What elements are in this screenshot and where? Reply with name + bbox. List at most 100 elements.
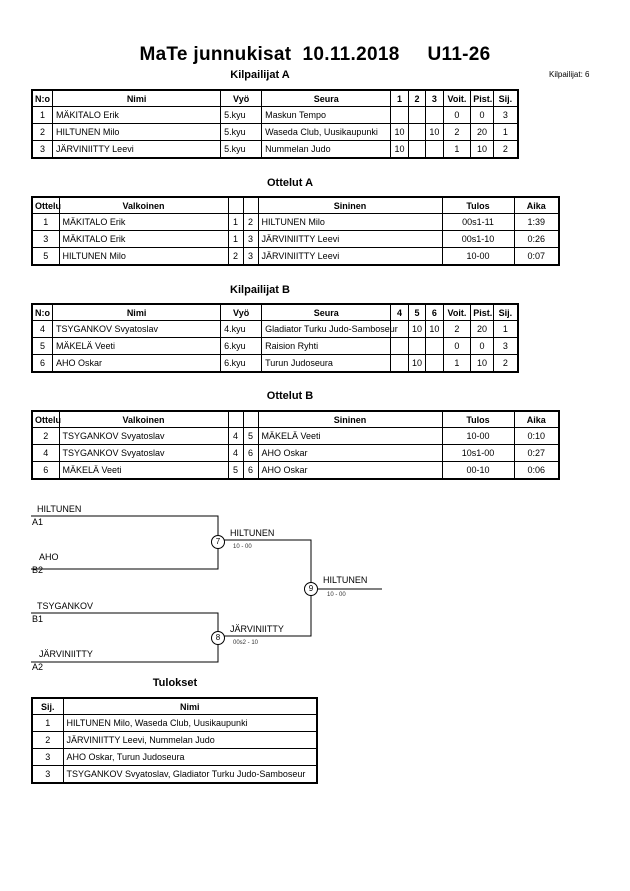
- column-header: Aika: [513, 410, 560, 428]
- table-cell: 0: [442, 106, 472, 124]
- bracket-player-1: HILTUNEN: [37, 504, 82, 514]
- table-cell: 10s1-00: [441, 444, 515, 462]
- table-cell: 10: [425, 320, 444, 338]
- table-cell: [390, 337, 409, 355]
- column-header: [227, 410, 244, 428]
- bracket-player-4: JÄRVINIITTY: [39, 649, 93, 659]
- column-header: 6: [425, 303, 444, 321]
- column-header: Vyö: [220, 303, 263, 321]
- table-cell: 3: [492, 106, 519, 124]
- table-cell: 1: [31, 714, 64, 732]
- match-8-winner: JÄRVINIITTY: [230, 624, 284, 634]
- table-cell: 0: [470, 337, 494, 355]
- table-cell: 10: [470, 140, 494, 159]
- column-header: Nimi: [51, 89, 222, 107]
- table-cell: 0: [470, 106, 494, 124]
- table-cell: 5: [227, 461, 244, 480]
- table-cell: 2: [442, 320, 472, 338]
- table-cell: 5.kyu: [220, 140, 263, 159]
- table-cell: MÄKITALO Erik: [58, 213, 229, 231]
- pool-a-title: Kilpailijat A: [230, 69, 290, 81]
- column-header: Pist.: [470, 303, 494, 321]
- column-header: Sij.: [492, 303, 519, 321]
- match-9-winner: HILTUNEN: [323, 575, 368, 585]
- bracket-player-3: TSYGANKOV: [37, 601, 94, 611]
- table-cell: Waseda Club, Uusikaupunki: [261, 123, 392, 141]
- table-cell: 5: [31, 247, 60, 266]
- table-cell: Turun Judoseura: [261, 354, 392, 373]
- bracket-line-semi-7: [31, 515, 219, 570]
- column-header: Sininen: [257, 410, 443, 428]
- pool-b-title: Kilpailijat B: [230, 284, 290, 296]
- column-header: N:o: [31, 303, 53, 321]
- table-cell: 0:10: [513, 427, 560, 445]
- table-cell: [390, 106, 409, 124]
- participants-count: Kilpailijat: 6: [549, 70, 590, 79]
- column-header: Aika: [513, 196, 560, 214]
- table-cell: 1: [31, 106, 53, 124]
- table-cell: 10: [407, 320, 427, 338]
- table-cell: MÄKELÄ Veeti: [58, 461, 229, 480]
- table-cell: 00s1-11: [441, 213, 515, 231]
- matches-b-title: Ottelut B: [266, 390, 314, 402]
- table-cell: [425, 140, 444, 159]
- table-cell: 2: [492, 140, 519, 159]
- table-cell: [407, 140, 427, 159]
- column-header: Seura: [261, 303, 392, 321]
- table-cell: [407, 106, 427, 124]
- table-cell: JÄRVINIITTY Leevi: [257, 230, 443, 248]
- table-cell: 2: [442, 123, 472, 141]
- table-cell: [407, 337, 427, 355]
- table-cell: JÄRVINIITTY Leevi, Nummelan Judo: [62, 731, 318, 749]
- table-cell: 1: [31, 213, 60, 231]
- bracket-seed-3: B1: [32, 614, 44, 624]
- table-cell: 3: [242, 247, 259, 266]
- table-cell: 3: [242, 230, 259, 248]
- table-cell: 1: [227, 230, 244, 248]
- column-header: Valkoinen: [58, 196, 229, 214]
- table-cell: 00s1-10: [441, 230, 515, 248]
- table-cell: 6.kyu: [220, 354, 263, 373]
- table-cell: JÄRVINIITTY Leevi: [51, 140, 222, 159]
- table-cell: 10: [390, 140, 409, 159]
- table-cell: 4.kyu: [220, 320, 263, 338]
- column-header: Tulos: [441, 410, 515, 428]
- table-cell: 3: [31, 140, 53, 159]
- table-cell: 6.kyu: [220, 337, 263, 355]
- column-header: Valkoinen: [58, 410, 229, 428]
- bracket-seed-2: B2: [32, 565, 44, 575]
- table-cell: 6: [31, 461, 60, 480]
- match-8-score: 00s2 - 10: [233, 640, 259, 646]
- table-cell: MÄKITALO Erik: [51, 106, 222, 124]
- table-cell: 2: [242, 213, 259, 231]
- bracket-lines: [31, 515, 382, 663]
- table-cell: 5: [31, 337, 53, 355]
- match-7-badge: 7: [211, 535, 225, 549]
- column-header: Tulos: [441, 196, 515, 214]
- bracket-seed-1: A1: [32, 517, 44, 527]
- table-cell: 2: [31, 731, 64, 749]
- column-header: Nimi: [62, 697, 318, 715]
- column-header: Ottelu: [31, 196, 61, 214]
- table-cell: 4: [31, 444, 60, 462]
- table-cell: 10: [425, 123, 444, 141]
- table-cell: 6: [242, 444, 259, 462]
- matches-a-title: Ottelut A: [266, 177, 314, 189]
- table-cell: 10-00: [441, 247, 515, 266]
- table-cell: AHO Oskar: [51, 354, 222, 373]
- column-header: Voit.: [442, 303, 472, 321]
